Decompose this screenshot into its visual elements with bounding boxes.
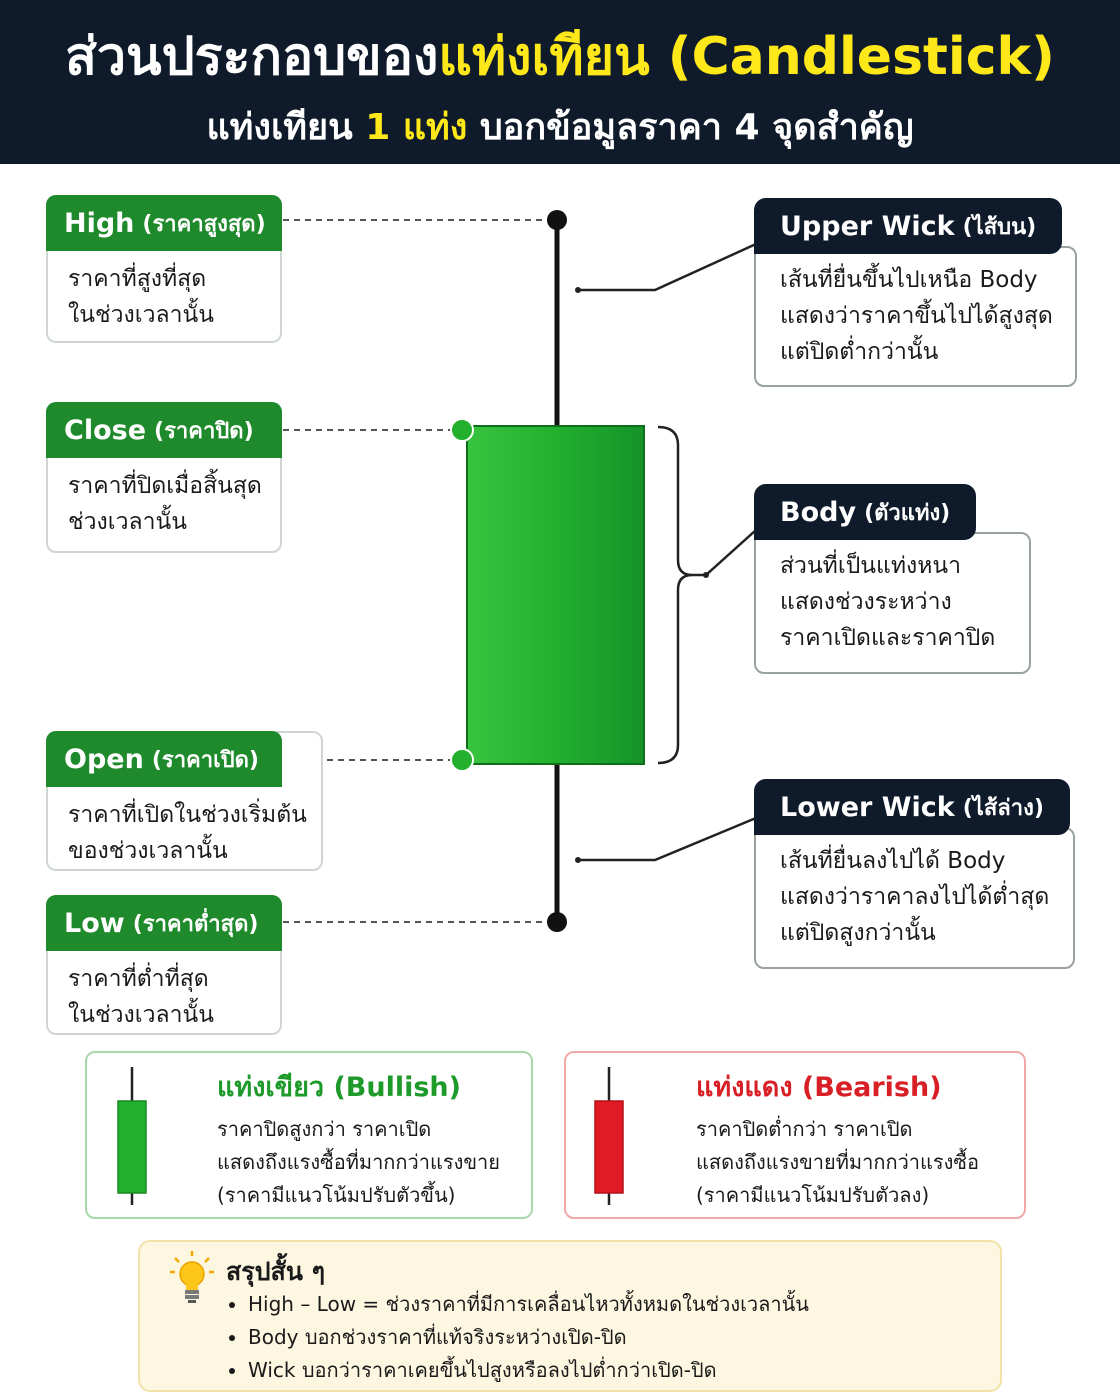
close-card: Close (ราคาปิด) ราคาที่ปิดเมื่อสิ้นสุด ช… — [46, 402, 282, 553]
upper-wick-card-header: Upper Wick (ไส้บน) — [754, 198, 1063, 254]
page-subtitle: แท่งเทียน 1 แท่ง บอกข้อมูลราคา 4 จุดสำคั… — [0, 98, 1120, 155]
summary-item: Body บอกช่วงราคาที่แท้จริงระหว่างเปิด-ปิ… — [248, 1321, 809, 1354]
low-description: ราคาที่ต่ำที่สุด ในช่วงเวลานั้น — [68, 966, 214, 1028]
bearish-card: แท่งแดง (Bearish) ราคาปิดต่ำกว่า ราคาเปิ… — [564, 1051, 1026, 1219]
summary-title: สรุปสั้น ๆ — [226, 1257, 326, 1286]
low-subtitle: (ราคาต่ำสุด) — [132, 911, 259, 937]
lower-wick-description: เส้นที่ยื่นลงไปได้ Body แสดงว่าราคาลงไปไ… — [780, 848, 1050, 946]
bearish-description: ราคาปิดต่ำกว่า ราคาเปิด แสดงถึงแรงขายที่… — [696, 1117, 980, 1207]
lightbulb-icon — [170, 1251, 214, 1303]
title-part-a: ส่วนประกอบของ — [65, 27, 439, 87]
open-title: Open — [64, 743, 144, 775]
low-point — [547, 912, 567, 932]
lower-wick-card-header: Lower Wick (ไส้ล่าง) — [754, 779, 1070, 835]
bullish-candle-icon — [117, 1067, 147, 1205]
open-point — [450, 748, 474, 772]
high-card: High (ราคาสูงสุด) ราคาที่สูงที่สุด ในช่ว… — [46, 195, 282, 343]
body-card: Body (ตัวแท่ง) ส่วนที่เป็นแท่งหนา แสดงช่… — [754, 484, 1031, 674]
close-title: Close — [64, 414, 147, 446]
lower-wick-connector — [578, 816, 757, 862]
open-card: Open (ราคาเปิด) ราคาที่เปิดในช่วงเริ่มต้… — [46, 731, 323, 871]
body-connector — [692, 529, 757, 577]
upper-wick-description: เส้นที่ยื่นขึ้นไปเหนือ Body แสดงว่าราคาข… — [780, 267, 1053, 365]
high-card-header: High (ราคาสูงสุด) — [46, 195, 282, 251]
lower-wick-title: Lower Wick — [780, 791, 955, 823]
bullish-card: แท่งเขียว (Bullish) ราคาปิดสูงกว่า ราคาเ… — [85, 1051, 533, 1219]
bearish-title: แท่งแดง (Bearish) — [696, 1072, 942, 1103]
summary-item: Wick บอกว่าราคาเคยขึ้นไปสูงหรือลงไปต่ำกว… — [248, 1354, 809, 1387]
low-card-header: Low (ราคาต่ำสุด) — [46, 895, 282, 951]
high-description: ราคาที่สูงที่สุด ในช่วงเวลานั้น — [68, 266, 214, 328]
body-subtitle: (ตัวแท่ง) — [864, 500, 951, 526]
close-description: ราคาที่ปิดเมื่อสิ้นสุด ช่วงเวลานั้น — [68, 473, 262, 535]
summary-box: สรุปสั้น ๆ High – Low = ช่วงราคาที่มีการ… — [138, 1240, 1002, 1392]
subtitle-part-a: แท่งเทียน — [206, 107, 353, 148]
bearish-candle-icon — [594, 1067, 624, 1205]
bullish-description: ราคาปิดสูงกว่า ราคาเปิด แสดงถึงแรงซื้อที… — [217, 1117, 501, 1207]
upper-wick-connector — [578, 242, 757, 292]
open-card-header: Open (ราคาเปิด) — [46, 731, 282, 787]
high-title: High — [64, 207, 135, 239]
low-title: Low — [64, 907, 125, 939]
candle-body — [466, 425, 645, 765]
open-description: ราคาที่เปิดในช่วงเริ่มต้น ของช่วงเวลานั้… — [68, 802, 307, 864]
open-subtitle: (ราคาเปิด) — [151, 747, 259, 773]
close-card-header: Close (ราคาปิด) — [46, 402, 282, 458]
body-bracket — [657, 425, 693, 765]
lower-wick-card: Lower Wick (ไส้ล่าง) เส้นที่ยื่นลงไปได้ … — [754, 779, 1075, 969]
summary-list: High – Low = ช่วงราคาที่มีการเคลื่อนไหวท… — [226, 1288, 809, 1387]
subtitle-part-c: บอกข้อมูลราคา 4 จุดสำคัญ — [479, 107, 914, 148]
body-card-header: Body (ตัวแท่ง) — [754, 484, 977, 540]
summary-item: High – Low = ช่วงราคาที่มีการเคลื่อนไหวท… — [248, 1288, 809, 1321]
lower-wick-subtitle: (ไส้ล่าง) — [962, 795, 1044, 821]
title-part-b: แท่งเทียน (Candlestick) — [438, 27, 1055, 87]
body-description: ส่วนที่เป็นแท่งหนา แสดงช่วงระหว่าง ราคาเ… — [780, 553, 996, 651]
page-title: ส่วนประกอบของแท่งเทียน (Candlestick) — [0, 14, 1120, 97]
high-subtitle: (ราคาสูงสุด) — [142, 211, 266, 237]
header-banner: ส่วนประกอบของแท่งเทียน (Candlestick) แท่… — [0, 0, 1120, 164]
body-title: Body — [780, 496, 857, 528]
close-point — [450, 418, 474, 442]
upper-wick-card: Upper Wick (ไส้บน) เส้นที่ยื่นขึ้นไปเหนื… — [754, 198, 1077, 387]
upper-wick-subtitle: (ไส้บน) — [962, 214, 1037, 240]
upper-wick-title: Upper Wick — [780, 210, 955, 242]
close-subtitle: (ราคาปิด) — [154, 418, 254, 444]
low-card: Low (ราคาต่ำสุด) ราคาที่ต่ำที่สุด ในช่วง… — [46, 895, 282, 1035]
bullish-title: แท่งเขียว (Bullish) — [217, 1072, 461, 1103]
high-point — [547, 210, 567, 230]
subtitle-part-b: 1 แท่ง — [365, 107, 468, 148]
